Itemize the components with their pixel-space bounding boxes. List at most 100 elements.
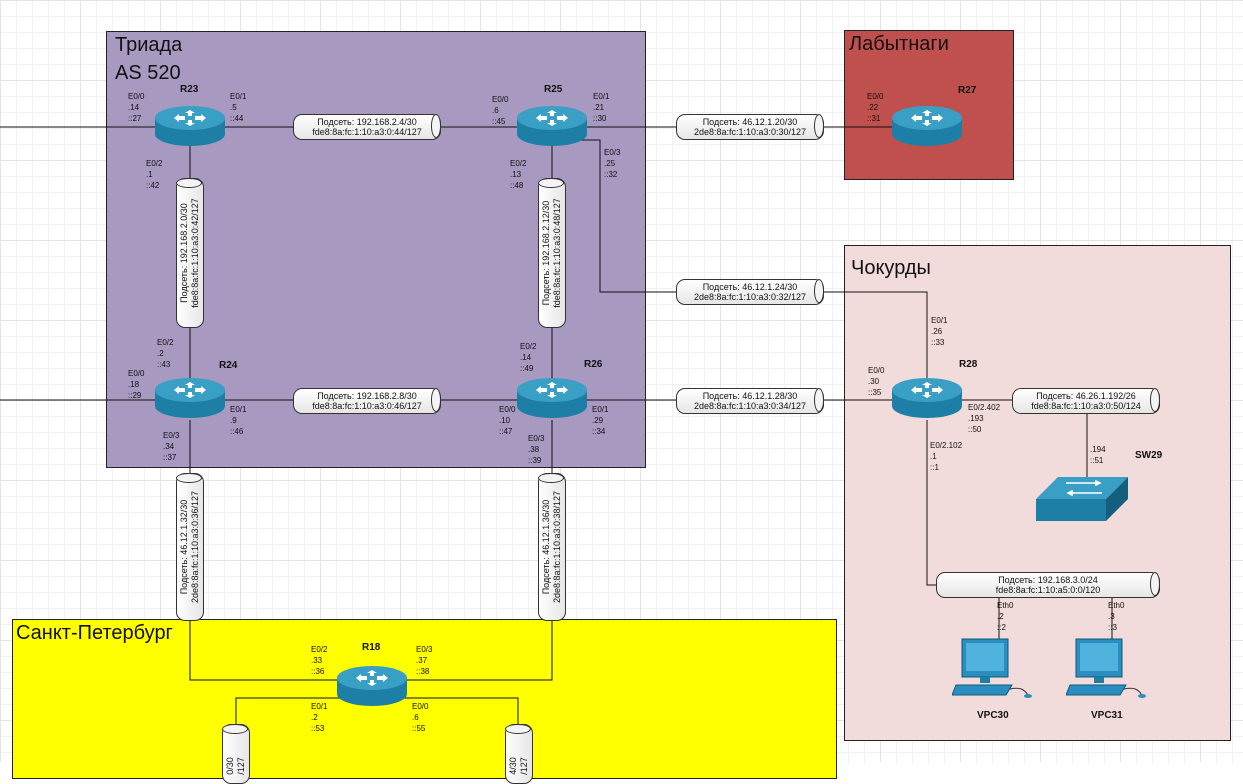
zone-title-chokurdy: Чокурды <box>851 257 931 279</box>
zone-title-labytnangi: Лабытнаги <box>849 33 949 55</box>
tube-end <box>176 178 202 188</box>
pc-icon <box>952 638 1032 698</box>
router-icon <box>517 106 587 146</box>
device-name-r18: R18 <box>362 642 381 653</box>
port-label-r24-e03: E0/3 .34 ::37 <box>163 431 180 462</box>
tube-end <box>538 178 564 188</box>
tube-end <box>176 473 202 483</box>
tube-end <box>431 114 441 138</box>
vpc31-port-label: Eth0 .3 ::3 <box>1108 601 1125 632</box>
subnet-label: 4/30/127 <box>508 757 530 775</box>
zone-subtitle-as: AS 520 <box>115 62 181 84</box>
zone-chokurdy <box>844 245 1231 741</box>
link-r25-r28: Подсеть: 46.12.1.24/30 2de8:8a:fc:1:10:a… <box>676 279 824 305</box>
port-label-r24-e02: E0/2 .2 ::43 <box>157 338 174 369</box>
port-label-r24-e01: E0/1 .9 ::46 <box>230 405 247 436</box>
subnet-ipv6: /127 <box>519 756 529 775</box>
tube-end <box>222 724 248 734</box>
port-label-r18-e02: E0/2 .33 ::36 <box>311 645 328 676</box>
pc-icon <box>1066 638 1146 698</box>
subnet-ipv4: Подсеть: 46.12.1.28/30 <box>702 391 798 401</box>
port-label-r23-e01: E0/1 .5 ::44 <box>230 92 247 123</box>
subnet-ipv4: Подсеть: 46.12.1.20/30 <box>702 117 798 127</box>
port-label-r27-e00: E0/0 .22 ::31 <box>867 92 884 123</box>
subnet-ipv6: /127 <box>236 756 246 775</box>
device-name-r23: R23 <box>180 84 199 95</box>
zone-title-triada: Триада <box>115 34 183 56</box>
switch-icon <box>1036 477 1128 521</box>
device-name-vpc31: VPC31 <box>1091 710 1123 721</box>
sw29-address-label: .194 ::51 <box>1090 445 1106 465</box>
subnet-ipv6: fde8:8a:fc:1:10:a5:0:0/120 <box>995 585 1101 595</box>
subnet-ipv6: 2de8:8a:fc:1:10:a3:0:32/127 <box>693 292 807 302</box>
subnet-ipv4: Подсеть: 46.12.1.36/30 <box>541 499 551 595</box>
port-label-r18-e01: E0/1 .2 ::53 <box>311 702 328 733</box>
router-icon <box>155 378 225 418</box>
port-label-r18-e00: E0/0 .6 ::55 <box>412 702 429 733</box>
device-name-r24: R24 <box>219 360 238 371</box>
router-icon <box>155 106 225 146</box>
subnet-ipv6: fde8:8a:fc:1:10:a3:0:50/124 <box>1031 401 1141 411</box>
tube-end <box>814 114 824 138</box>
subnet-ipv4: Подсеть: 192.168.2.4/30 <box>317 117 417 127</box>
zone-spb <box>12 619 837 779</box>
port-label-r25-e00: E0/0 .6 ::45 <box>492 95 509 126</box>
port-label-r26-e02: E0/2 .14 ::49 <box>520 342 537 373</box>
device-name-r25: R25 <box>544 84 563 95</box>
link-r28-sw29: Подсеть: 46.26.1.192/26 fde8:8a:fc:1:10:… <box>1012 388 1160 414</box>
port-label-r25-e03: E0/3 .25 ::32 <box>604 148 621 179</box>
device-name-sw29: SW29 <box>1135 450 1163 461</box>
router-icon <box>337 666 407 706</box>
subnet-ipv4: Подсеть: 192.168.2.8/30 <box>317 391 417 401</box>
port-label-r18-e03: E0/3 .37 ::38 <box>416 645 433 676</box>
tube-end <box>431 388 441 412</box>
link-r18-left-partial: 0/30/127 <box>222 724 250 784</box>
link-r24-r26: Подсеть: 192.168.2.8/30 fde8:8a:fc:1:10:… <box>293 388 441 414</box>
tube-end <box>814 388 824 412</box>
subnet-ipv4: Подсеть: 46.26.1.192/26 <box>1036 391 1136 401</box>
zone-title-spb: Санкт-Петербург <box>16 622 173 644</box>
subnet-ipv6: 2de8:8a:fc:1:10:a3:0:30/127 <box>693 127 807 137</box>
tube-end <box>1150 572 1160 596</box>
link-r26-r28: Подсеть: 46.12.1.28/30 2de8:8a:fc:1:10:a… <box>676 388 824 414</box>
tube-end <box>814 279 824 303</box>
port-label-r25-e01: E0/1 .21 ::30 <box>593 92 610 123</box>
subnet-ipv4: Подсеть: 46.12.1.24/30 <box>702 282 798 292</box>
subnet-ipv6: fde8:8a:fc:1:10:a3:0:44/127 <box>312 127 422 137</box>
subnet-ipv6: fde8:8a:fc:1:10:a3:0:48/127 <box>552 198 562 308</box>
subnet-ipv6: 2de8:8a:fc:1:10:a3:0:34/127 <box>693 401 807 411</box>
tube-end <box>538 473 564 483</box>
tube-end <box>505 724 531 734</box>
device-name-vpc30: VPC30 <box>977 710 1009 721</box>
subnet-ipv4: Подсеть: 192.168.3.0/24 <box>998 575 1098 585</box>
router-icon <box>892 106 962 146</box>
subnet-ipv4: 4/30 <box>508 756 518 775</box>
subnet-ipv6: fde8:8a:fc:1:10:a3:0:42/127 <box>190 198 200 308</box>
port-label-r28-e02102: E0/2.102 .1 ::1 <box>930 441 963 472</box>
port-label-r24-e00: E0/0 .18 ::29 <box>128 369 145 400</box>
port-label-r23-e02: E0/2 .1 ::42 <box>146 159 163 190</box>
port-label-r23-e00: E0/0 .14 ::27 <box>128 92 145 123</box>
port-label-r28-e01: E0/1 .26 ::33 <box>931 316 948 347</box>
subnet-label: 0/30/127 <box>225 757 247 775</box>
port-label-r28-e00: E0/0 .30 ::35 <box>868 366 885 397</box>
router-icon <box>892 378 962 418</box>
vpc30-port-label: Eth0 .2 ::2 <box>997 601 1014 632</box>
device-name-r27: R27 <box>958 85 977 96</box>
port-label-r26-e03: E0/3 .38 ::39 <box>528 434 545 465</box>
router-icon <box>517 378 587 418</box>
port-label-r25-e02: E0/2 .13 ::48 <box>510 159 527 190</box>
link-r23-r25: Подсеть: 192.168.2.4/30 fde8:8a:fc:1:10:… <box>293 114 441 140</box>
port-label-r26-e00: E0/0 .10 ::47 <box>499 405 516 436</box>
subnet-ipv4: Подсеть: 192.168.2.12/30 <box>541 200 551 306</box>
link-r18-right-partial: 4/30/127 <box>505 724 533 784</box>
subnet-ipv6: 2de8:8a:fc:1:10:a3:0:38/127 <box>552 490 562 604</box>
